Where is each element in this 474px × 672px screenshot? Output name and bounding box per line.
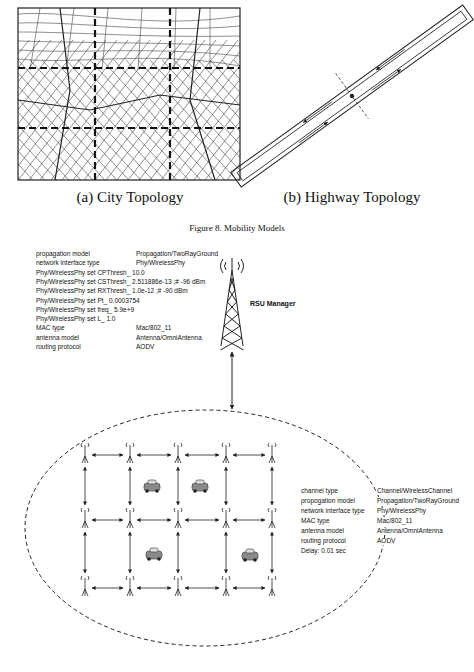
config-text: Propagation/TwoRayGround — [376, 498, 460, 505]
config-text: Phy/WirelessPhy set CPThresh_ 10.0 — [35, 270, 146, 277]
config-text: propogation model — [300, 498, 356, 505]
config-text: Delay: 0.01 sec — [300, 548, 347, 555]
rsu-region — [25, 410, 385, 646]
config-text: Mac/802_11 — [376, 518, 413, 525]
config-text: Phy/WirelessPhy set Pt_ 0.0003754 — [35, 298, 141, 305]
tower-icon — [220, 258, 243, 350]
config-text: antenna model — [300, 528, 345, 535]
config-text: MAC type — [300, 518, 331, 525]
config-text: propagation model — [35, 251, 91, 258]
subfigure-caption: (a) City Topology — [77, 190, 184, 206]
config-text: Phy/WirelessPhy set freq_ 5.9e+9 — [35, 307, 135, 314]
config-text: Mac/802_11 — [135, 325, 172, 332]
config-text: antenna model — [35, 335, 80, 342]
config-text: Antenna/OmniAntenna — [135, 335, 203, 342]
config-text: Channel/WirelessChannel — [376, 488, 453, 495]
config-text: AODV — [135, 344, 155, 351]
config-text: MAC type — [35, 325, 66, 332]
config-text: routing protocol — [35, 344, 82, 351]
config-text: Phy/WirelessPhy set RXThresh_ 1.0e-12 ;#… — [35, 288, 189, 295]
config-text: network interface type — [300, 508, 366, 515]
config-text: AODV — [376, 538, 396, 545]
figure-caption: Figure 8. Mobility Models — [189, 224, 285, 233]
config-text: network interface type — [35, 260, 101, 267]
config-text: channel type — [300, 488, 339, 495]
config-text: Phy/WirelessPhy — [135, 260, 186, 267]
tower-label: RSU Manager — [250, 300, 296, 307]
highway-map — [220, 0, 474, 202]
vehicles — [144, 480, 258, 562]
city-map — [18, 8, 240, 180]
config-text: Phy/WirelessPhy set L_ 1.0 — [35, 316, 116, 323]
config-text: Propagation/TwoRayGround — [135, 251, 219, 258]
config-text: routing protocol — [300, 538, 347, 545]
config-text: Phy/WirelessPhy set CSThresh_ 2.511886e-… — [35, 279, 206, 286]
city-frame — [18, 8, 240, 180]
subfigure-caption: (b) Highway Topology — [284, 190, 421, 206]
rsu-grid — [81, 443, 276, 596]
config-text: Phy/WirelessPhy — [376, 508, 427, 515]
link-arrow — [232, 352, 233, 409]
city-divider — [18, 8, 240, 180]
config-text: Antenna/OmniAntenna — [376, 528, 444, 535]
